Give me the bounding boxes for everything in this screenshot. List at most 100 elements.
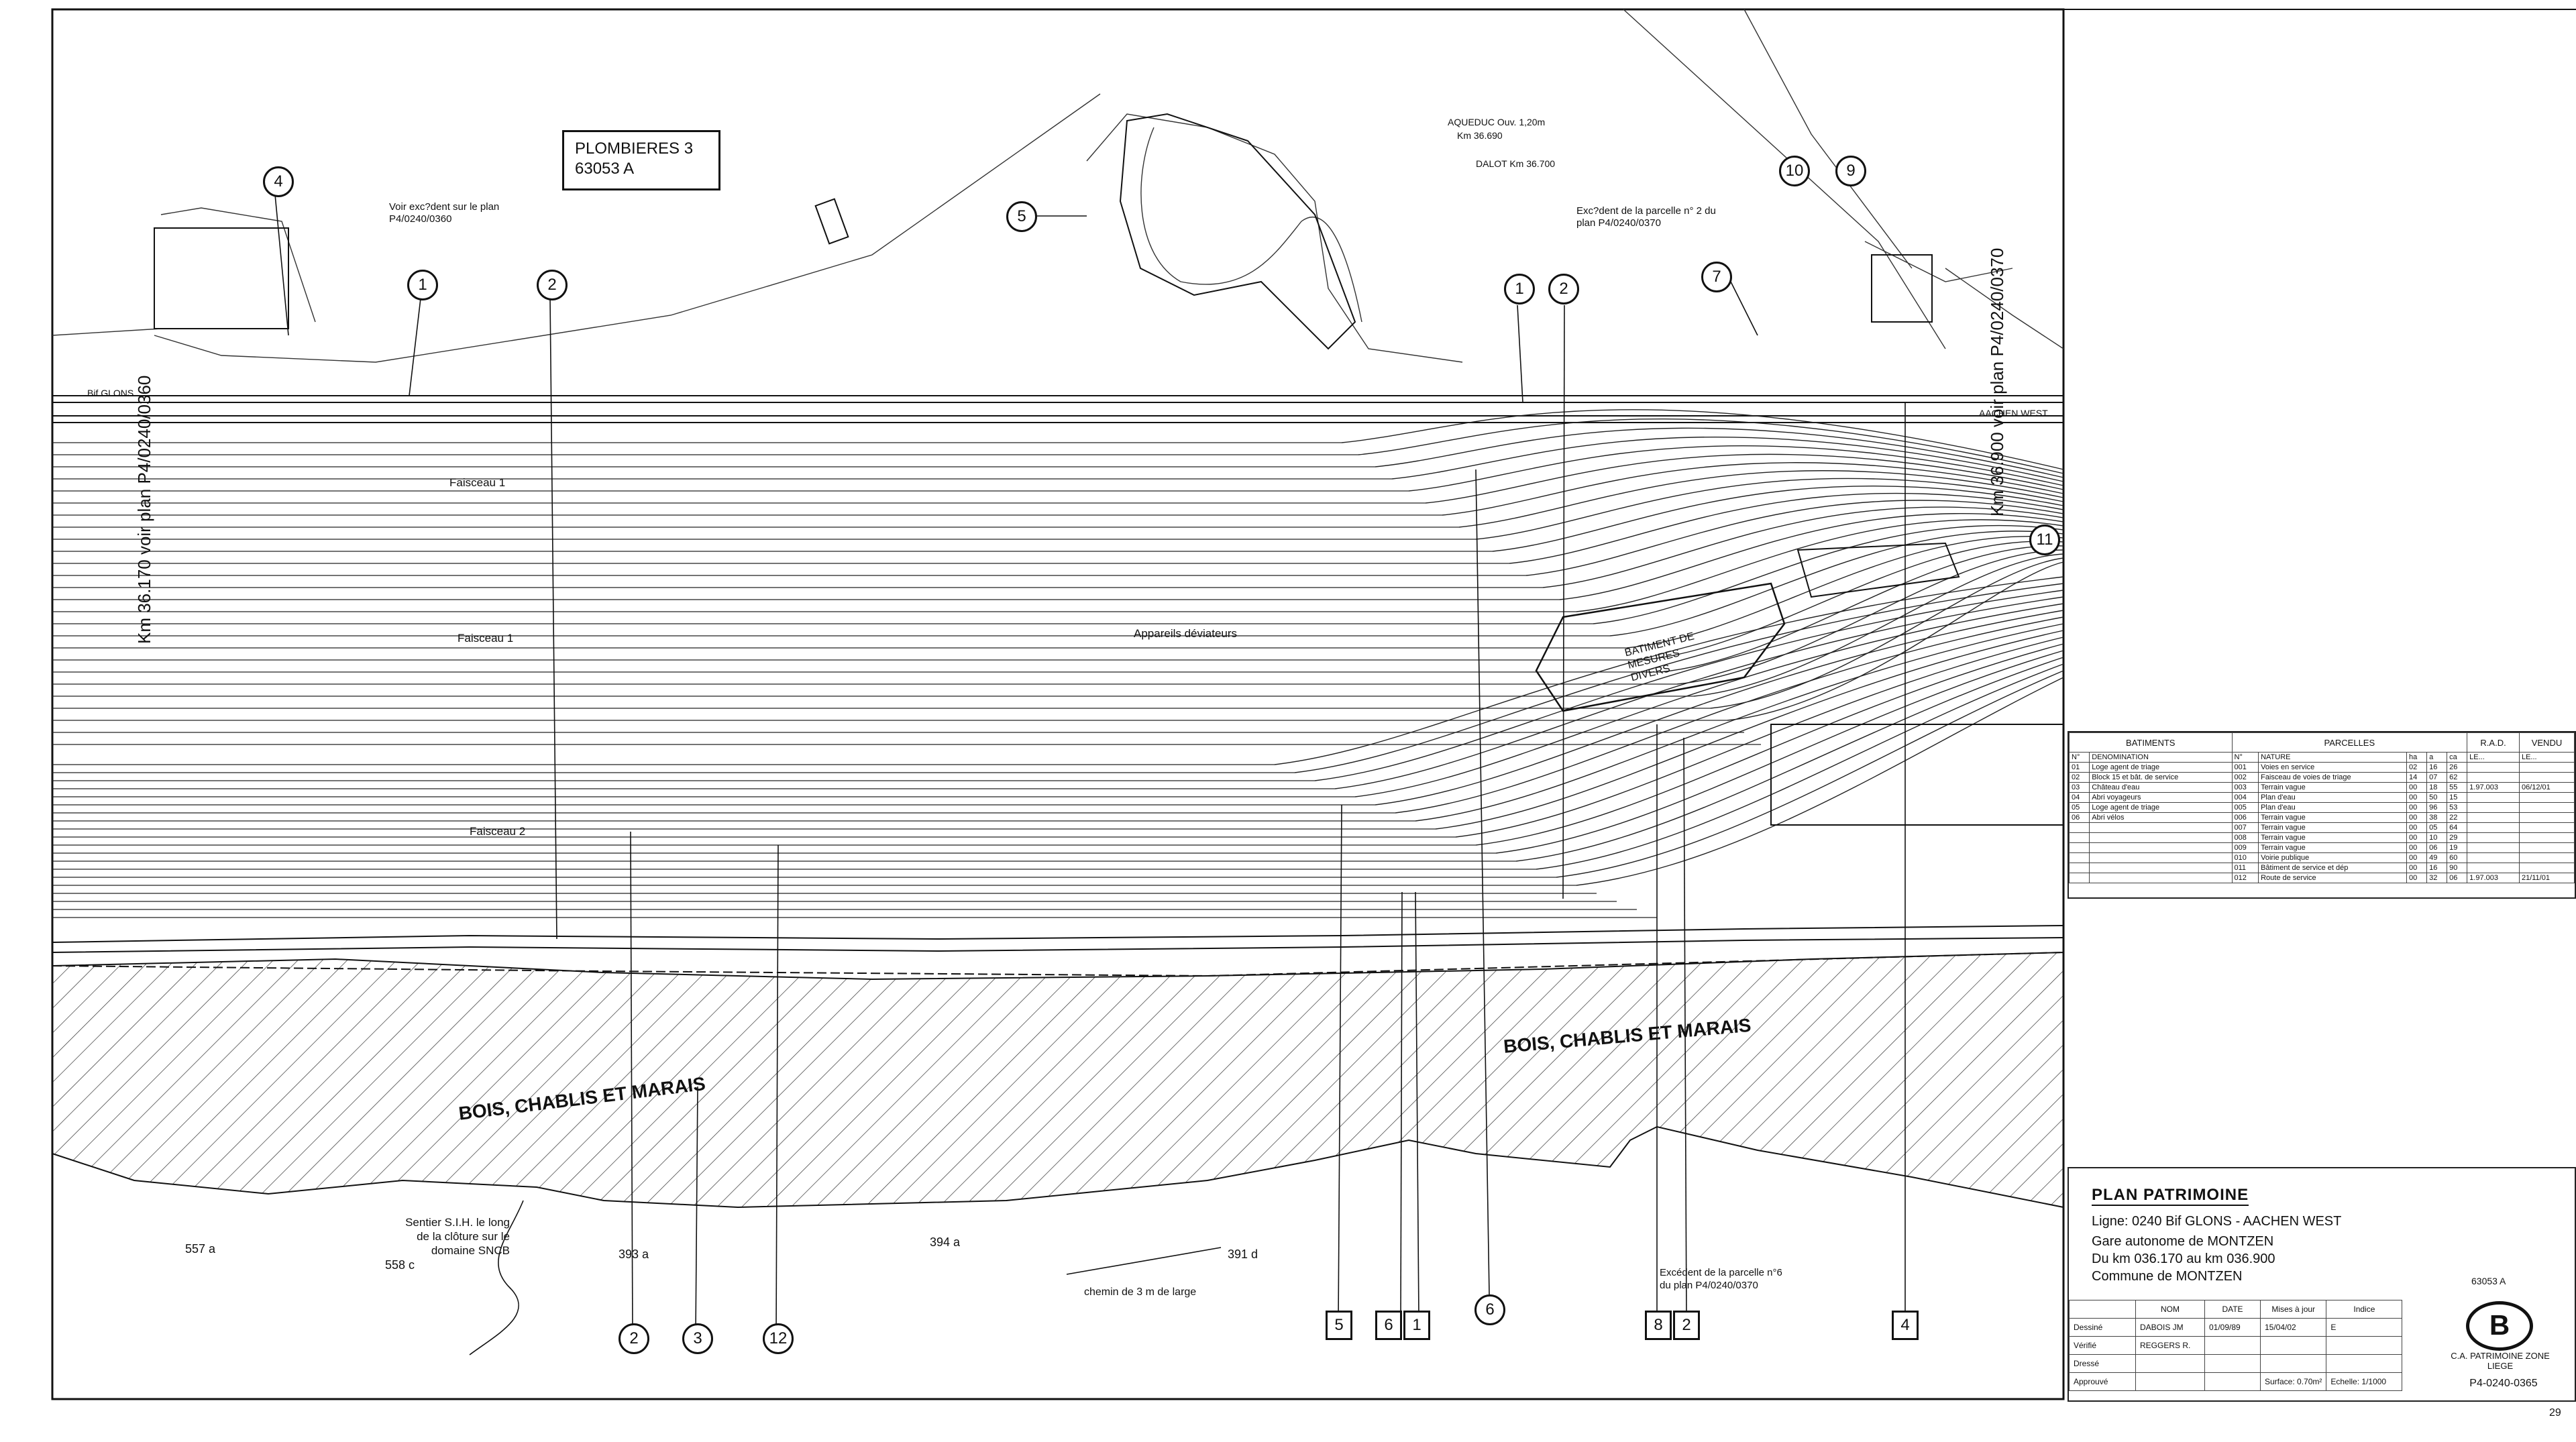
tb-maj-indice: E: [2326, 1318, 2403, 1337]
switch-track: [1727, 561, 2064, 721]
legend-par-a: 96: [2426, 802, 2448, 813]
square-marker: 2: [1673, 1311, 1700, 1340]
legend-header-parcelles: PARCELLES: [2231, 732, 2468, 753]
legend-col-no2: N°: [2231, 752, 2259, 763]
legend-par-rad: [2467, 832, 2520, 843]
legend-par-a: 18: [2426, 782, 2448, 793]
legend-par-vendu: [2518, 772, 2575, 783]
legend-par-a: 16: [2426, 762, 2448, 773]
dalot-note: DALOT Km 36.700: [1476, 158, 1556, 169]
legend-par-no: 008: [2231, 832, 2259, 843]
switch-track: [1375, 427, 2064, 478]
marsh-hatched-area: [52, 951, 2064, 1209]
chemin-path: [1066, 1247, 1222, 1275]
switch-track: [1660, 545, 2064, 673]
switch-track: [1358, 419, 2064, 474]
tb-header-indice: Indice: [2326, 1300, 2403, 1319]
legend-bat-name: [2089, 852, 2233, 863]
legend-bat-no: [2068, 822, 2090, 833]
title-block-title: PLAN PATRIMOINE: [2092, 1186, 2249, 1206]
legend-par-a: 32: [2426, 873, 2448, 883]
parcel-558c: 558 c: [385, 1258, 415, 1272]
legend-col-nature: NATURE: [2258, 752, 2408, 763]
switch-track: [1341, 409, 2064, 470]
tb-verifie-nom: REGGERS R.: [2135, 1336, 2205, 1355]
switch-track: [1354, 603, 2064, 797]
legend-par-rad: 1.97.003: [2467, 873, 2520, 883]
parcel-391d: 391 d: [1228, 1247, 1258, 1261]
legend-bat-name: [2089, 842, 2233, 853]
plan-reference-box: PLOMBIERES 3 63053 A: [562, 130, 720, 190]
legend-par-nature: Terrain vague: [2258, 782, 2408, 793]
switch-track: [1593, 524, 2064, 624]
legend-bat-name: Loge agent de triage: [2089, 802, 2233, 813]
circle-marker: 9: [1835, 156, 1866, 186]
legend-par-ca: 15: [2447, 792, 2468, 803]
excedent-6-note: Excédent de la parcelle n°6 du plan P4/0…: [1660, 1267, 1782, 1291]
aachen-west-label: AACHEN WEST: [1979, 408, 2048, 419]
legend-par-a: 49: [2426, 852, 2448, 863]
plan-reference-line2: 63053 A: [575, 160, 635, 178]
tb-surface: Surface: 0.70m²: [2259, 1372, 2327, 1391]
switch-track: [1458, 470, 2064, 528]
legend-par-no: 012: [2231, 873, 2259, 883]
tb-verifie: Vérifié: [2069, 1336, 2136, 1355]
square-marker: 1: [1403, 1311, 1430, 1340]
aqueduc-km: Km 36.690: [1457, 130, 1503, 141]
batiment-mesures-outline: [1535, 582, 1786, 712]
bif-glons-label: Bif GLONS: [87, 388, 134, 398]
legend-par-vendu: 06/12/01: [2518, 782, 2575, 793]
legend-col-denomination: DENOMINATION: [2089, 752, 2233, 763]
legend-par-no: 011: [2231, 863, 2259, 873]
legend-par-no: 010: [2231, 852, 2259, 863]
circle-marker: 1: [407, 270, 438, 300]
legend-par-ha: 14: [2406, 772, 2428, 783]
switch-track: [1375, 610, 2064, 806]
legend-par-ca: 26: [2447, 762, 2468, 773]
terrain-contours: [52, 9, 2064, 363]
road-right: [1770, 724, 2064, 826]
switch-track: [1509, 492, 2064, 564]
legend-par-ha: 00: [2406, 802, 2428, 813]
legend-par-ha: 00: [2406, 852, 2428, 863]
tb-dessine-date: 01/09/89: [2204, 1318, 2261, 1337]
legend-par-a: 07: [2426, 772, 2448, 783]
title-block-signatures: NOM DATE Mises à jour Indice Dessiné DAB…: [2069, 1300, 2403, 1391]
legend-bat-name: Château d'eau: [2089, 782, 2233, 793]
legend-bat-name: Loge agent de triage: [2089, 762, 2233, 773]
switch-track: [1314, 590, 2064, 781]
legend-par-a: 38: [2426, 812, 2448, 823]
square-marker: 5: [1326, 1311, 1352, 1340]
legend-bat-no: 03: [2068, 782, 2090, 793]
chateau-eau-building: [1871, 254, 1933, 323]
legend-par-a: 50: [2426, 792, 2448, 803]
legend-par-no: 004: [2231, 792, 2259, 803]
switch-track: [1542, 506, 2064, 588]
legend-par-nature: Faisceau de voies de triage: [2258, 772, 2408, 783]
switch-track: [1536, 663, 2064, 870]
legend-par-ca: 55: [2447, 782, 2468, 793]
legend-par-no: 009: [2231, 842, 2259, 853]
legend-par-ha: 00: [2406, 863, 2428, 873]
tb-header-nom: NOM: [2135, 1300, 2205, 1319]
legend-par-ca: 62: [2447, 772, 2468, 783]
switch-track: [1693, 553, 2064, 697]
legend-par-vendu: [2518, 842, 2575, 853]
circle-marker: 3: [682, 1323, 713, 1354]
legend-bat-name: Block 15 et bât. de service: [2089, 772, 2233, 783]
legend-par-nature: Voies en service: [2258, 762, 2408, 773]
legend-bat-name: [2089, 873, 2233, 883]
switch-track: [1475, 478, 2064, 540]
km-left-note: Km 36.170 voir plan P4/0240/0360: [134, 375, 154, 644]
legend-par-nature: Plan d'eau: [2258, 792, 2408, 803]
legend-header-vendu: VENDU: [2518, 732, 2575, 753]
legend-par-nature: Terrain vague: [2258, 842, 2408, 853]
circle-marker: 12: [763, 1323, 794, 1354]
parcel-557a: 557 a: [185, 1242, 216, 1256]
legend-col-ha: ha: [2406, 752, 2428, 763]
legend-bat-no: 01: [2068, 762, 2090, 773]
